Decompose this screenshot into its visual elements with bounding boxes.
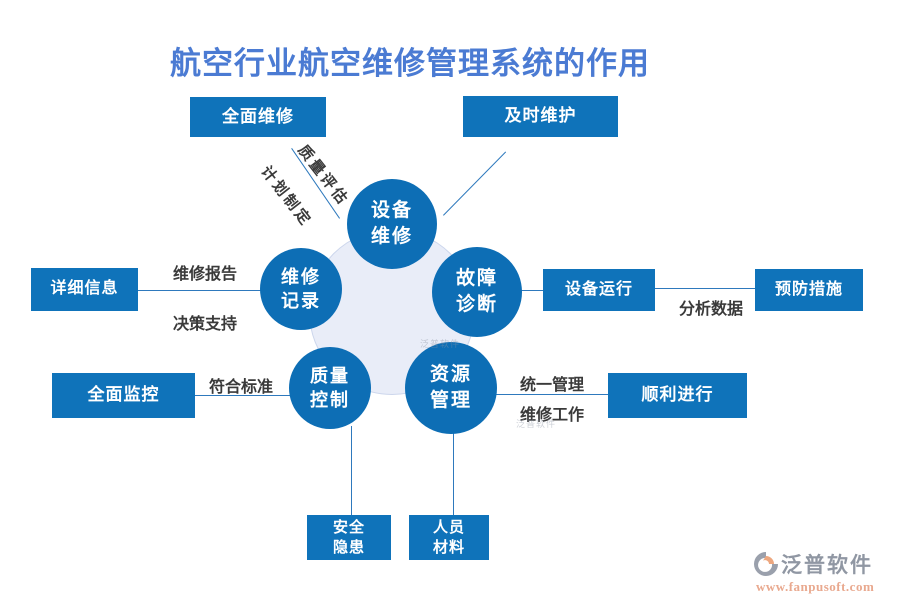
- fanpu-logo-icon: [753, 551, 779, 577]
- connector-resource-line: [496, 394, 608, 395]
- edge-label-unified-management: 统一管理: [519, 377, 584, 394]
- box-comprehensive-monitoring: 全面监控: [52, 373, 195, 418]
- edge-label-maintenance-work: 维修工作: [519, 407, 584, 424]
- page-title: 航空行业航空维修管理系统的作用: [170, 46, 650, 81]
- box-detailed-information: 详细信息: [31, 268, 138, 311]
- node-equipment-maintenance: 设备 维修: [347, 179, 437, 269]
- connector-personnel-line: [453, 432, 454, 515]
- connector-record-line: [138, 290, 261, 291]
- brand-watermark: 泛普软件 www.fanpusoft.com: [753, 549, 893, 594]
- connector-analyze-line: [655, 288, 755, 289]
- box-timely-maintenance: 及时维护: [463, 96, 618, 137]
- faint-watermark: 泛普软件: [420, 339, 461, 349]
- box-personnel-materials: 人员 材料: [409, 515, 489, 560]
- edge-label-decision-support: 决策支持: [172, 316, 237, 333]
- node-maintenance-records: 维修 记录: [260, 248, 342, 330]
- edge-label-maintenance-report: 维修报告: [172, 266, 237, 283]
- connector-safety-line: [351, 426, 352, 515]
- brand-name: 泛普软件: [781, 553, 873, 577]
- edge-label-meet-standards: 符合标准: [208, 379, 273, 396]
- node-resource-management: 资源 管理: [405, 342, 497, 434]
- brand-url: www.fanpusoft.com: [756, 579, 875, 594]
- node-quality-control: 质量 控制: [289, 347, 371, 429]
- connector-fault-line: [519, 290, 545, 291]
- box-equipment-operation: 设备运行: [543, 269, 655, 311]
- node-fault-diagnosis: 故障 诊断: [432, 247, 522, 337]
- box-safety-hazards: 安全 隐患: [307, 515, 391, 560]
- box-smooth-progress: 顺利进行: [608, 373, 747, 418]
- faint-watermark: 泛普软件: [516, 419, 557, 429]
- connector-timely-line: [443, 151, 507, 216]
- box-comprehensive-maintenance: 全面维修: [190, 97, 326, 137]
- connector-monitor-line: [195, 395, 291, 396]
- box-preventive-measures: 预防措施: [755, 269, 863, 311]
- edge-label-data-analysis: 分析数据: [678, 301, 743, 318]
